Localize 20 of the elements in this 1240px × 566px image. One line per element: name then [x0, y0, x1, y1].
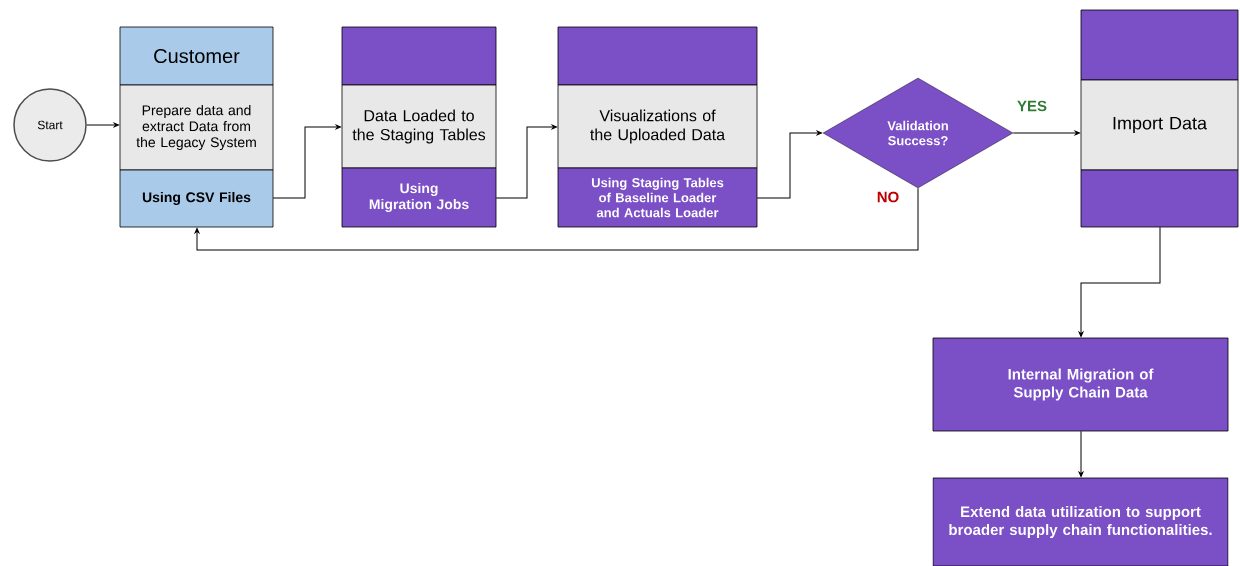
- arrow: [495, 124, 558, 199]
- arrow: [1012, 130, 1081, 136]
- arrow: [756, 130, 823, 199]
- arrow: [194, 187, 919, 251]
- column-box: Visualizations of the Uploaded Data Using Staging Tables of Baseline Loader and Actuals Loader: [557, 26, 758, 228]
- column-box: Data Loaded to the Staging Tables Using Migration Jobs: [341, 26, 497, 228]
- edge-label: YES: [1016, 99, 1048, 113]
- node-label: Using CSV Files: [142, 191, 251, 206]
- column-box: Import Data: [1080, 9, 1239, 228]
- arrow: [86, 122, 120, 128]
- arrow: [1078, 226, 1161, 338]
- column-box: Customer Prepare data and extract Data from the Legacy System Using CSV Files: [119, 26, 274, 228]
- arrow: [272, 124, 342, 199]
- process-box: Extend data utilization to support broader supply chain functionalities.: [932, 477, 1229, 566]
- node-label: Using Migration Jobs: [369, 182, 469, 213]
- arrow: [1078, 430, 1084, 478]
- node-label: Using Staging Tables of Baseline Loader and Actuals Loader: [591, 177, 724, 218]
- edge-label: NO: [875, 190, 901, 204]
- node-label: Customer: [154, 48, 240, 64]
- process-box: Internal Migration of Supply Chain Data: [932, 337, 1229, 432]
